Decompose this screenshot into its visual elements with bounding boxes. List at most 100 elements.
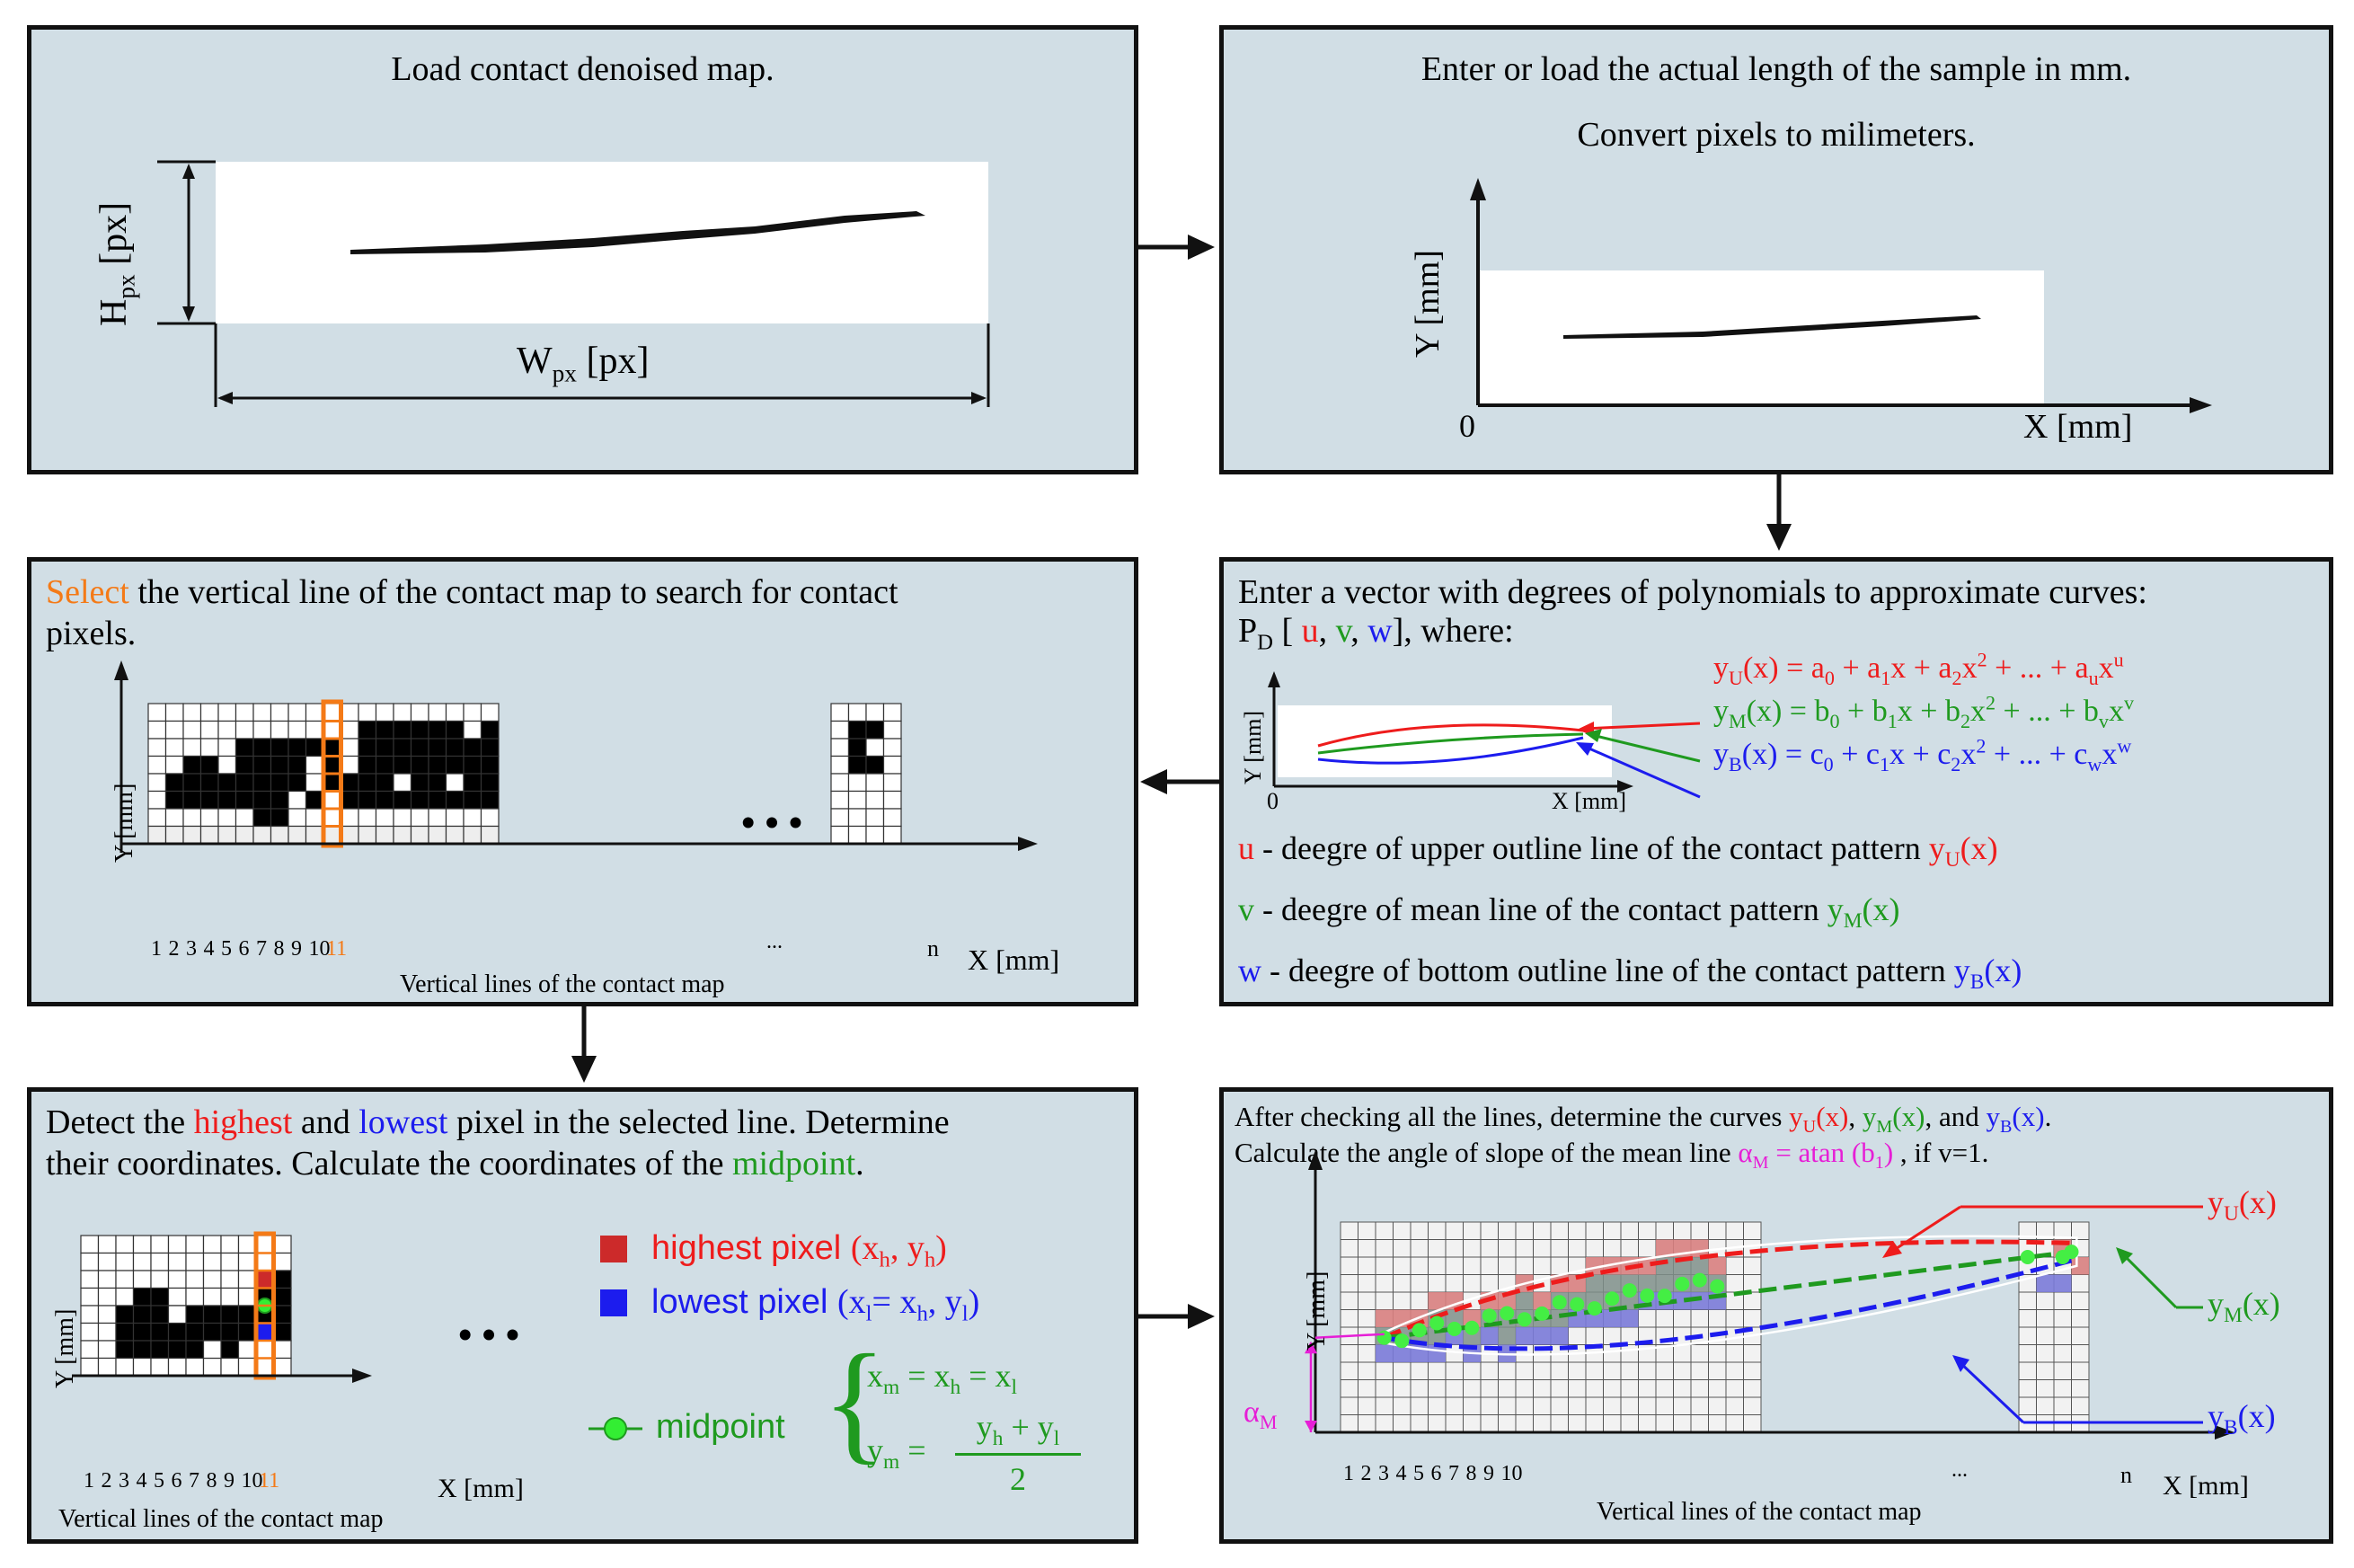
grid-cell [480,825,500,845]
grid-cell [375,825,394,845]
x-tick-dots: ... [1951,1458,1968,1482]
x-tick-label: 5 [1413,1462,1424,1485]
x-tick-label: 6 [171,1469,182,1493]
grid-cell [1445,1274,1464,1293]
grid-cell [270,790,289,810]
grid-cell [1410,1379,1429,1398]
x-tick-label: 3 [119,1469,129,1493]
grid-cell [132,1252,152,1271]
lower-band-cell [1533,1327,1551,1345]
grid-cell [1708,1396,1727,1415]
grid-cell [463,738,482,757]
grid-cell [1743,1309,1762,1328]
grid-cell [340,755,359,775]
grid-cell [167,1357,187,1377]
grid-cell [1358,1239,1376,1258]
grid-cell [358,773,377,793]
grid-cell [1725,1361,1744,1380]
grid-cell [847,738,867,757]
upper-band-cell [1638,1257,1656,1275]
grid-cell [1655,1396,1674,1415]
grid-cell [217,738,237,757]
grid-cell [323,703,342,722]
grid-cell [1515,1361,1534,1380]
x-axis-arrow [2215,1425,2235,1440]
grid-cell [235,773,254,793]
label-yU: yU(x) [2208,1184,2277,1227]
grid-cell [1375,1274,1394,1293]
grid-cell [2018,1344,2037,1363]
grid-cell [358,825,377,845]
grid-cell [1585,1361,1604,1380]
x-axis-label: X [mm] [2163,1471,2249,1501]
grid-cell [270,825,289,845]
midpoint-dot [1429,1316,1445,1331]
grid-cell [235,703,254,722]
upper-band-cell [1586,1257,1604,1275]
grid-cell [340,720,359,740]
grid-cell [272,1305,292,1324]
grid-cell [1445,1239,1464,1258]
upper-band-cell [1428,1292,1446,1310]
panel3-title-line2: pixels. [46,615,137,652]
x-tick-label: 8 [273,937,285,961]
grid-cell [882,703,902,722]
x-tick-label: 10 [308,937,331,961]
grid-cell [1620,1414,1639,1433]
yM-callout-line [2120,1252,2178,1309]
grid-cell [288,808,307,828]
grid-cell [340,738,359,757]
grid-cell [428,703,447,722]
grid-cell [865,808,885,828]
grid-cell [182,755,202,775]
grid-cell [97,1252,117,1271]
grid-cell [1550,1379,1569,1398]
grid-cell [830,720,850,740]
grid-cell [237,1252,257,1271]
panel4-line1: Enter a vector with degrees of polynomia… [1238,573,2147,611]
x-tick-n: n [2120,1462,2132,1488]
grid-cell [1463,1239,1482,1258]
grid-cell [1515,1396,1534,1415]
lower-band-cell [1376,1344,1394,1362]
x-tick-label: 11 [259,1469,280,1493]
grid-cell [2036,1396,2055,1415]
grid-cell [1673,1414,1692,1433]
legend-high-swatch [600,1236,627,1262]
grid-cell [1410,1274,1429,1293]
grid-cell [2053,1344,2072,1363]
grid-cell [217,755,237,775]
grid-cell [220,1287,240,1307]
grid-cell [358,790,377,810]
grid-cell [2053,1291,2072,1310]
grid-cell [1620,1379,1639,1398]
yM-callout-head [2116,1247,2133,1264]
grid-cell [1585,1414,1604,1433]
grid-cell [830,790,850,810]
legend-low-swatch [600,1289,627,1316]
x-tick-label: 6 [1430,1462,1442,1485]
grid-cell [410,703,429,722]
grid-cell [410,720,429,740]
grid-cell [1655,1379,1674,1398]
grid-cell [1445,1414,1464,1433]
grid-cell [185,1235,205,1254]
grid-cell [463,720,482,740]
grid-cell [115,1252,135,1271]
grid-cell [97,1357,117,1377]
grid-cell [270,773,289,793]
legend-high-text: highest pixel (xh, yh) [651,1229,947,1272]
grid-cell [147,790,167,810]
grid-cell [1568,1361,1587,1380]
grid-cell [164,755,184,775]
x-tick-label: 9 [291,937,302,961]
grid-cell [147,755,167,775]
panel-detect-pixels: Detect the highest and lowest pixel in t… [27,1087,1138,1544]
grid-cell [463,808,482,828]
grid-cell [237,1270,257,1289]
grid-cell [2036,1379,2055,1398]
grid-cell [1393,1379,1412,1398]
grid-cell [1620,1221,1639,1240]
grid-caption: Vertical lines of the contact map [58,1505,384,1533]
grid-cell [1568,1326,1587,1345]
